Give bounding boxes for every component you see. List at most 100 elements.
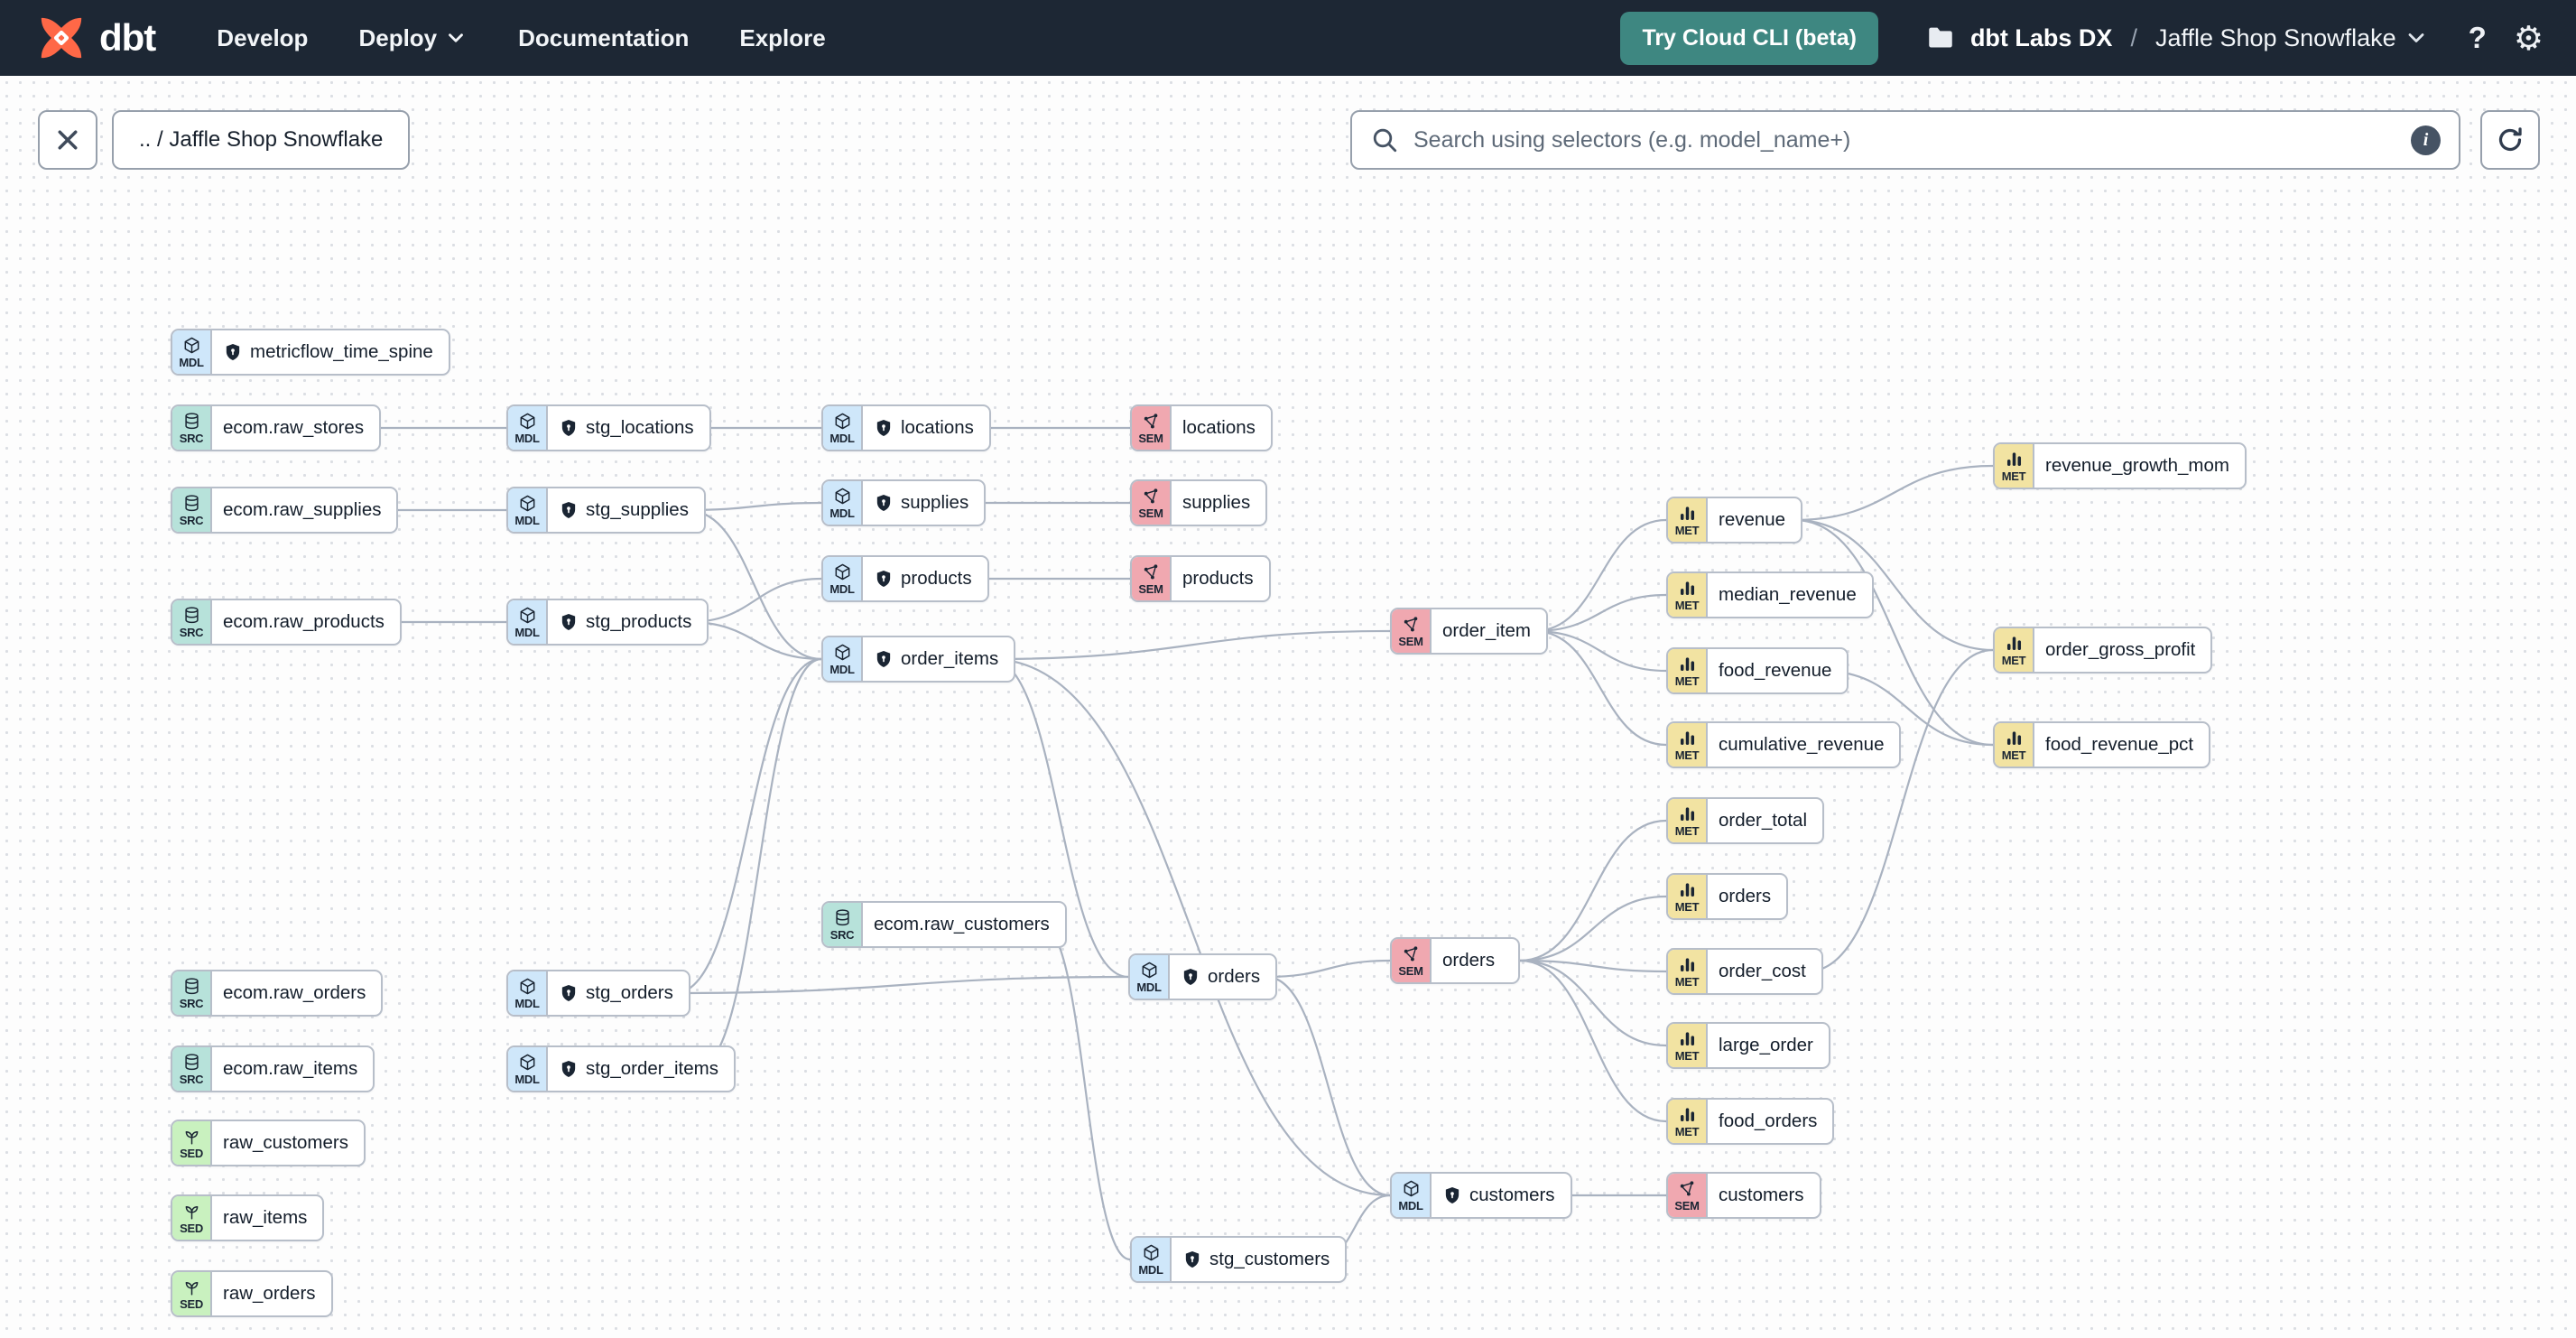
gear-icon[interactable]: ⚙ (2513, 19, 2544, 57)
node-label: order_items (863, 637, 1014, 681)
edge-mdl_stg_order_items-mdl_order_items (696, 657, 822, 1071)
node-type-label: MDL (829, 432, 855, 445)
node-type-badge-MDL: MDL (508, 971, 548, 1015)
nav-item-explore[interactable]: Explore (739, 23, 826, 51)
node-type-badge-MET: MET (1668, 1024, 1708, 1067)
node-label: cumulative_revenue (1719, 734, 1885, 755)
node-type-badge-SRC: SRC (172, 971, 212, 1015)
node-type-badge-MDL: MDL (1130, 955, 1170, 999)
model-icon (520, 978, 534, 995)
account-name[interactable]: dbt Labs DX (1969, 23, 2113, 51)
model-icon (184, 337, 199, 354)
metric-icon (1680, 506, 1694, 520)
breadcrumb[interactable]: .. / Jaffle Shop Snowflake (112, 110, 411, 170)
node-type-label: MDL (514, 514, 540, 527)
node-label: supplies (863, 481, 984, 525)
edge-sem_orders-met_large_order (1519, 959, 1667, 1047)
node-type-badge-MET: MET (1668, 573, 1708, 617)
try-cloud-cli-button[interactable]: Try Cloud CLI (beta) (1620, 11, 1878, 65)
node-label: raw_orders (223, 1283, 316, 1304)
node-type-badge-MET: MET (1668, 1100, 1708, 1143)
project-selector[interactable]: Jaffle Shop Snowflake (2155, 24, 2429, 52)
source-database-icon (184, 413, 199, 430)
dbt-logo[interactable]: dbt (36, 13, 156, 63)
chevron-down-icon (449, 33, 464, 42)
node-type-label: MET (2001, 748, 2026, 762)
node-type-badge-MDL: MDL (508, 488, 548, 532)
help-icon[interactable]: ? (2468, 21, 2487, 54)
node-label: order_total (1719, 810, 1808, 831)
close-button[interactable] (38, 110, 97, 170)
search-input[interactable] (1412, 125, 2398, 154)
node-type-label: SEM (1398, 964, 1423, 978)
model-icon (1142, 962, 1156, 979)
edge-mdl_stg_supplies-mdl_supplies (686, 501, 822, 512)
semantic-model-icon (1404, 946, 1417, 962)
node-type-label: MDL (514, 626, 540, 639)
node-label: orders (1719, 886, 1772, 906)
contract-shield-icon (876, 495, 891, 511)
edge-mdl_order_items-mdl_orders (990, 657, 1129, 979)
edge-sem_orders-met_orders (1519, 895, 1667, 962)
node-label: locations (1182, 417, 1256, 438)
edge-src_customers-mdl_stg_customers (1041, 923, 1131, 1261)
lineage-canvas[interactable] (0, 76, 2576, 1338)
semantic-model-icon (1144, 488, 1157, 504)
nav-item-documentation[interactable]: Documentation (518, 23, 690, 51)
node-label: revenue (1719, 509, 1786, 530)
info-icon[interactable]: i (2411, 125, 2441, 155)
node-type-label: MDL (1136, 980, 1162, 994)
node-type-badge-MDL: MDL (508, 1047, 548, 1091)
node-type-label: MDL (1398, 1199, 1423, 1213)
edge-mdl_stg_orders-mdl_order_items (674, 657, 822, 995)
node-label: ecom.raw_stores (223, 417, 365, 438)
model-icon (520, 1054, 534, 1071)
nav-item-develop[interactable]: Develop (217, 23, 309, 51)
contract-shield-icon (876, 651, 891, 667)
nav-item-deploy[interactable]: Deploy (358, 24, 468, 52)
refresh-button[interactable] (2480, 110, 2540, 170)
node-type-badge-SRC: SRC (172, 1047, 212, 1091)
